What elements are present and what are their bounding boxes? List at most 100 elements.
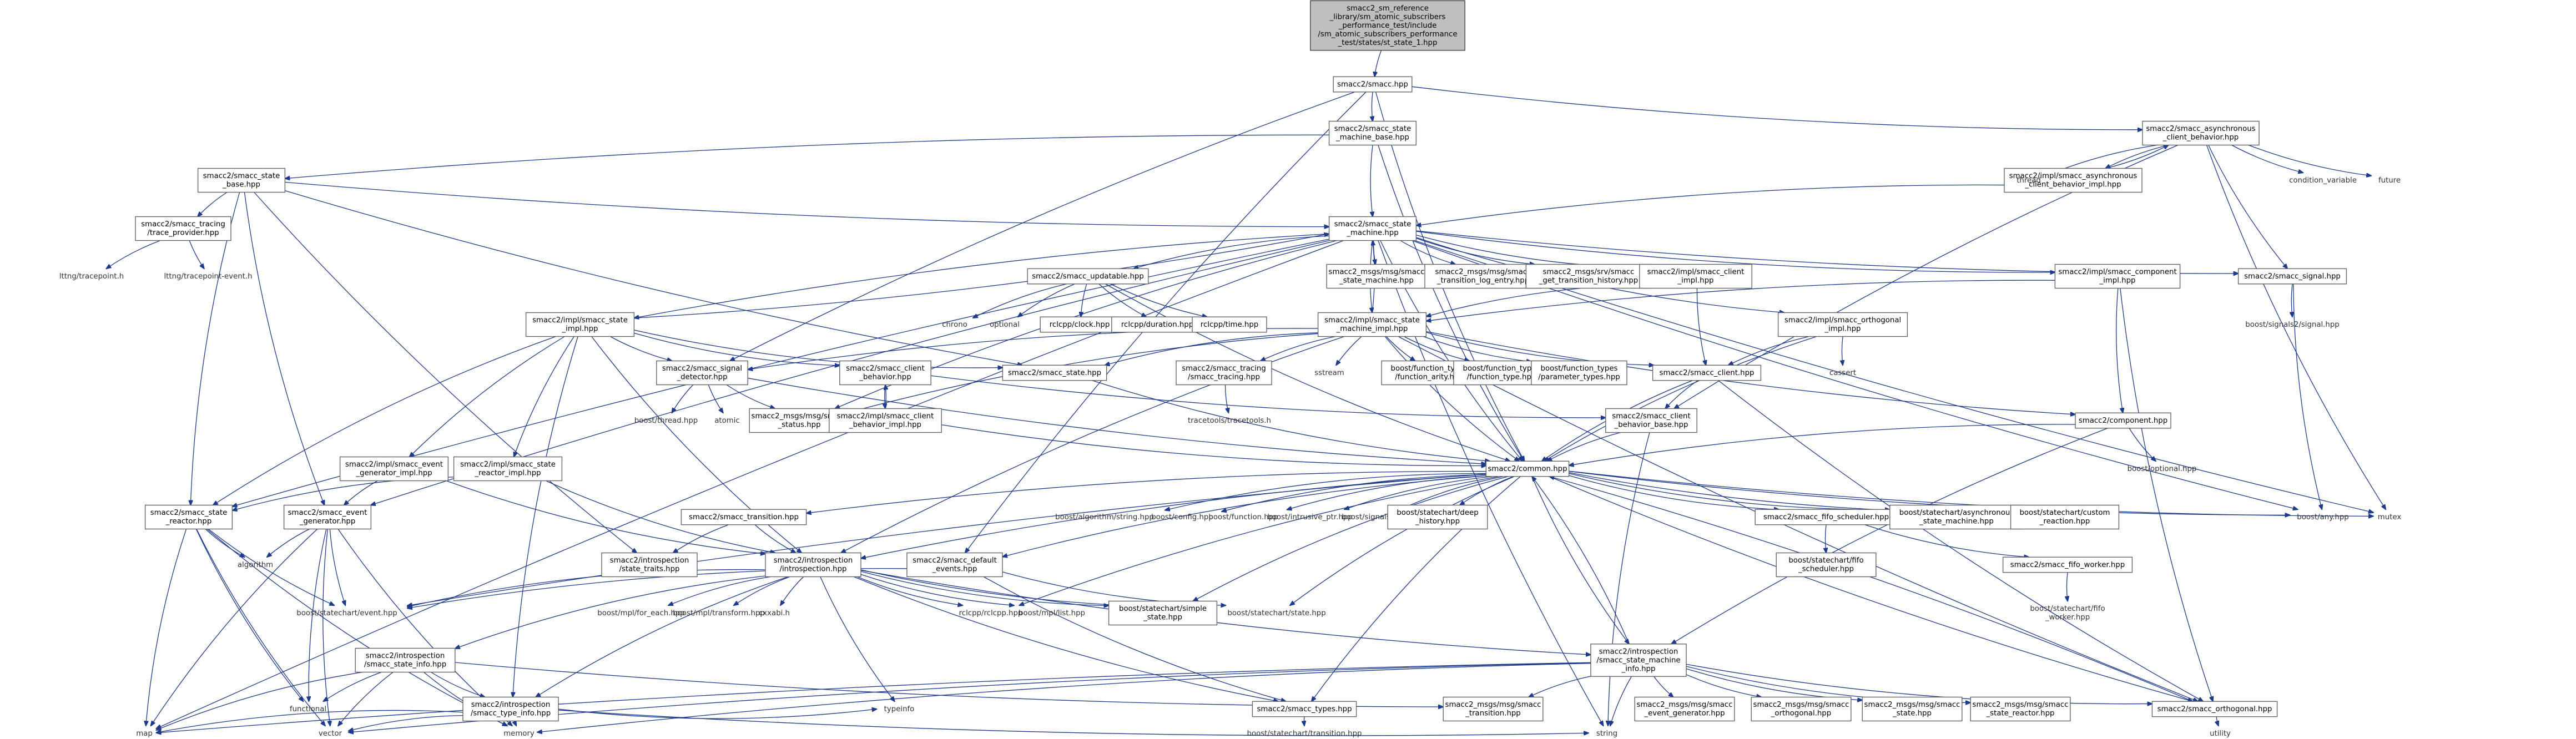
graph-node[interactable]: smacc2/smacc_tracing/trace_provider.hpp bbox=[135, 216, 231, 241]
graph-node[interactable]: smacc2_msgs/msg/smacc_transition.hpp bbox=[1443, 696, 1544, 722]
graph-node[interactable]: smacc2_msgs/msg/smacc_transition_log_ent… bbox=[1424, 264, 1542, 289]
graph-node[interactable]: utility bbox=[2210, 730, 2231, 738]
graph-node[interactable]: rclcpp/time.hpp bbox=[1192, 316, 1267, 333]
graph-node[interactable]: smacc2/smacc_default_events.hpp bbox=[906, 552, 1003, 578]
graph-node[interactable]: smacc2_msgs/srv/smacc_get_transition_his… bbox=[1525, 264, 1652, 289]
graph-node[interactable]: smacc2/smacc_orthogonal.hpp bbox=[2151, 701, 2278, 717]
nodes-layer: smacc2_sm_reference_library/sm_atomic_su… bbox=[59, 0, 2402, 738]
dependency-edge bbox=[1287, 475, 1486, 510]
graph-node[interactable]: smacc2/smacc_client_behavior_base.hpp bbox=[1605, 408, 1697, 433]
graph-node[interactable]: smacc2/smacc_state_base.hpp bbox=[197, 168, 286, 193]
graph-node[interactable]: smacc2/smacc_state_machine_base.hpp bbox=[1328, 120, 1417, 146]
graph-node[interactable]: smacc2_msgs/msg/smacc_state_reactor.hpp bbox=[1970, 696, 2071, 722]
graph-node[interactable]: smacc2/smacc_fifo_scheduler.hpp bbox=[1755, 509, 1898, 525]
graph-node[interactable]: smacc2/impl/smacc_state_impl.hpp bbox=[525, 312, 635, 337]
dependency-edge bbox=[1569, 475, 1779, 509]
graph-node[interactable]: boost/mpl/list.hpp bbox=[1019, 609, 1085, 617]
dependency-edge bbox=[195, 529, 303, 702]
graph-node[interactable]: cassert bbox=[1829, 369, 1856, 377]
graph-node[interactable]: smacc2/introspection/state_traits.hpp bbox=[601, 552, 698, 578]
graph-node[interactable]: smacc2_msgs/msg/smacc_state_machine.hpp bbox=[1326, 264, 1427, 289]
graph-node[interactable]: boost/any.hpp bbox=[2297, 513, 2348, 522]
graph-node[interactable]: atomic bbox=[714, 417, 739, 425]
graph-node[interactable]: boost/statechart/state.hpp bbox=[1227, 609, 1325, 617]
graph-node[interactable]: smacc2/smacc_client_behavior.hpp bbox=[839, 360, 931, 386]
graph-node[interactable]: smacc2/smacc_transition.hpp bbox=[680, 509, 807, 525]
graph-node[interactable]: smacc2/introspection/introspection.hpp bbox=[765, 552, 861, 578]
node-box bbox=[1605, 408, 1697, 433]
graph-node[interactable]: boost/statechart/event.hpp bbox=[296, 609, 397, 617]
graph-node[interactable]: condition_variable bbox=[2289, 176, 2357, 185]
graph-node[interactable]: algorithm bbox=[238, 561, 273, 569]
graph-node[interactable]: smacc2_sm_reference_library/sm_atomic_su… bbox=[1310, 0, 1465, 51]
graph-node[interactable]: boost/function.hpp bbox=[1208, 513, 1278, 522]
graph-node[interactable]: boost/statechart/fifo_worker.hpp bbox=[2030, 605, 2105, 622]
graph-node[interactable]: smacc2/smacc_tracing/smacc_tracing.hpp bbox=[1176, 360, 1272, 386]
graph-node[interactable]: boost/statechart/asynchronous_state_mach… bbox=[1889, 504, 2024, 530]
graph-node[interactable]: boost/intrusive_ptr.hpp bbox=[1267, 513, 1352, 522]
graph-node[interactable]: smacc2/impl/smacc_state_reactor_impl.hpp bbox=[453, 456, 563, 482]
graph-node[interactable]: smacc2/impl/smacc_client_behavior_impl.h… bbox=[829, 408, 942, 433]
graph-node[interactable]: thread bbox=[2017, 176, 2041, 185]
graph-node[interactable]: smacc2/smacc_fifo_worker.hpp bbox=[2002, 556, 2133, 573]
graph-node[interactable]: boost/config.hpp bbox=[1151, 513, 1213, 522]
graph-node[interactable]: smacc2/impl/smacc_event_generator_impl.h… bbox=[339, 456, 449, 482]
graph-node[interactable]: smacc2/smacc_client.hpp bbox=[1652, 365, 1762, 381]
graph-node[interactable]: boost/statechart/fifo_scheduler.hpp bbox=[1776, 552, 1877, 578]
graph-node[interactable]: rclcpp/duration.hpp bbox=[1111, 316, 1203, 333]
graph-node[interactable]: rclcpp/clock.hpp bbox=[1040, 316, 1120, 333]
graph-node[interactable]: boost/function_types/parameter_types.hpp bbox=[1531, 360, 1627, 386]
graph-node[interactable]: chrono bbox=[942, 321, 967, 329]
graph-node[interactable]: functional bbox=[290, 705, 326, 713]
graph-node[interactable]: smacc2/impl/smacc_state_machine_impl.hpp bbox=[1317, 312, 1427, 337]
graph-node[interactable]: mutex bbox=[2378, 513, 2402, 522]
graph-node[interactable]: smacc2/smacc_state_reactor.hpp bbox=[144, 504, 233, 530]
graph-node[interactable]: smacc2/smacc_asynchronous_client_behavio… bbox=[2142, 120, 2260, 146]
graph-node[interactable]: smacc2/smacc_updatable.hpp bbox=[1027, 268, 1149, 285]
graph-node[interactable]: boost/thread.hpp bbox=[634, 417, 698, 425]
graph-node[interactable]: map bbox=[136, 730, 153, 738]
graph-node[interactable]: smacc2/smacc_types.hpp bbox=[1252, 701, 1357, 717]
graph-node[interactable]: memory bbox=[503, 730, 535, 738]
graph-node[interactable]: boost/mpl/transform.hpp bbox=[673, 609, 765, 617]
graph-node[interactable]: lttng/tracepoint.h bbox=[59, 272, 124, 281]
graph-node[interactable]: boost/statechart/simple_state.hpp bbox=[1108, 600, 1218, 626]
graph-node[interactable]: typeinfo bbox=[884, 705, 915, 713]
graph-node[interactable]: tracetools/tracetools.h bbox=[1188, 417, 1271, 425]
graph-node[interactable]: smacc2/introspection/smacc_state_info.hp… bbox=[355, 647, 456, 673]
graph-node[interactable]: rclcpp/rclcpp.hpp bbox=[959, 609, 1023, 617]
graph-node[interactable]: smacc2/smacc_event_generator.hpp bbox=[283, 504, 372, 530]
graph-node[interactable]: optional bbox=[990, 321, 1020, 329]
graph-node[interactable]: boost/statechart/custom_reaction.hpp bbox=[2010, 504, 2120, 530]
graph-node[interactable]: cxxabi.h bbox=[759, 609, 790, 617]
graph-node[interactable]: smacc2/impl/smacc_asynchronous_client_be… bbox=[2004, 168, 2143, 193]
graph-node[interactable]: boost/statechart/transition.hpp bbox=[1247, 730, 1362, 738]
graph-node[interactable]: sstream bbox=[1314, 369, 1344, 377]
graph-node[interactable]: lttng/tracepoint-event.h bbox=[164, 272, 252, 281]
graph-node[interactable]: smacc2/common.hpp bbox=[1485, 460, 1570, 477]
graph-node[interactable]: boost/signals2/signal.hpp bbox=[2245, 321, 2339, 329]
graph-node[interactable]: vector bbox=[319, 730, 342, 738]
graph-node[interactable]: smacc2/smacc_state.hpp bbox=[1002, 365, 1107, 381]
graph-node[interactable]: smacc2_msgs/msg/smacc_state.hpp bbox=[1862, 696, 1963, 722]
graph-node[interactable]: smacc2/impl/smacc_component_impl.hpp bbox=[2054, 264, 2181, 289]
graph-node[interactable]: smacc2/impl/smacc_orthogonal_impl.hpp bbox=[1777, 312, 1908, 337]
graph-node[interactable]: smacc2/smacc_signal.hpp bbox=[2237, 268, 2347, 285]
graph-node[interactable]: boost/optional.hpp bbox=[2128, 465, 2197, 473]
graph-node[interactable]: smacc2/component.hpp bbox=[2075, 412, 2171, 429]
graph-node[interactable]: string bbox=[1596, 730, 1617, 738]
graph-node[interactable]: smacc2/smacc_signal_detector.hpp bbox=[656, 360, 748, 386]
graph-node[interactable]: smacc2/smacc_state_machine.hpp bbox=[1328, 216, 1417, 241]
graph-node[interactable]: smacc2/introspection/smacc_type_info.hpp bbox=[462, 696, 559, 722]
graph-node[interactable]: smacc2/introspection/smacc_state_machine… bbox=[1590, 644, 1687, 677]
graph-node[interactable]: boost/mpl/for_each.hpp bbox=[597, 609, 684, 617]
graph-node[interactable]: smacc2/impl/smacc_client_impl.hpp bbox=[1639, 264, 1752, 289]
graph-node[interactable]: boost/statechart/deep_history.hpp bbox=[1387, 504, 1488, 530]
dependency-edge bbox=[1261, 336, 1336, 361]
graph-node[interactable]: smacc2/smacc.hpp bbox=[1333, 76, 1413, 93]
dependency-edge bbox=[431, 671, 485, 697]
graph-node[interactable]: boost/algorithm/string.hpp bbox=[1055, 513, 1154, 522]
graph-node[interactable]: smacc2_msgs/msg/smacc_orthogonal.hpp bbox=[1751, 696, 1852, 722]
graph-node[interactable]: future bbox=[2378, 176, 2401, 185]
graph-node[interactable]: smacc2_msgs/msg/smacc_event_generator.hp… bbox=[1634, 696, 1735, 722]
